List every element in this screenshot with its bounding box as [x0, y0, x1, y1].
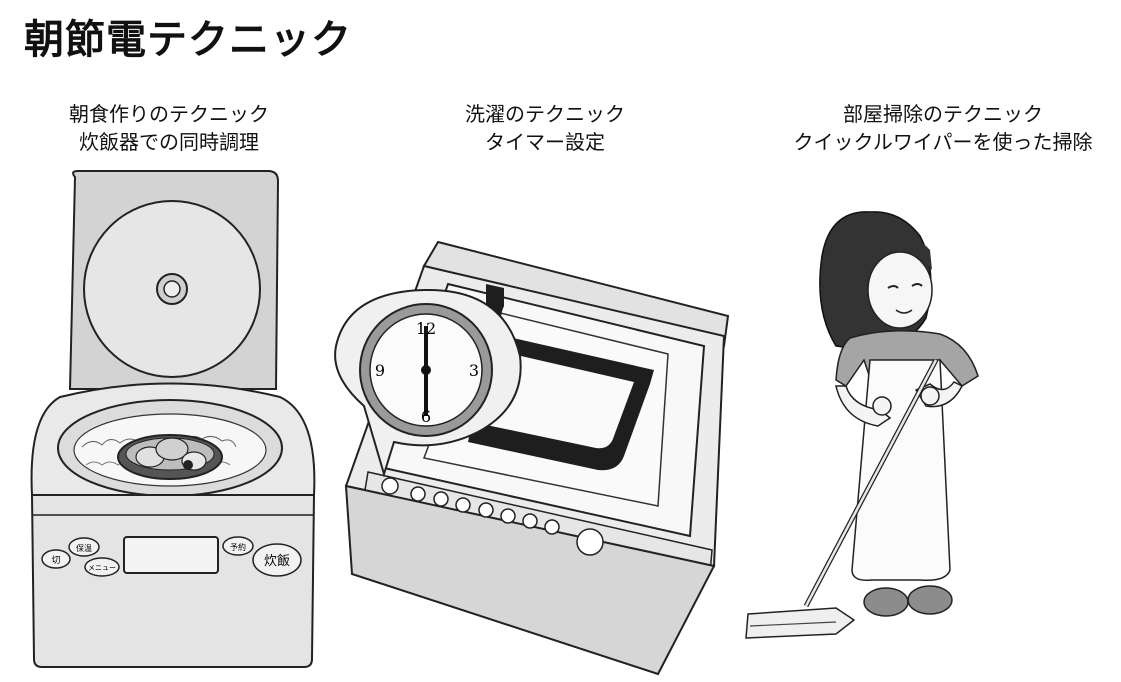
clock-icon: 12 3 6 9: [334, 288, 522, 478]
cook-button-label: 炊飯: [264, 554, 290, 569]
off-button-label: 切: [51, 555, 60, 566]
washing-machine-icon: 12 3 6 9: [334, 240, 730, 676]
clock-number-3: 3: [469, 361, 479, 380]
keep-warm-button-label: 保温: [76, 543, 92, 553]
section-subheading: 炊飯器での同時調理: [79, 130, 259, 154]
reserve-button-label: 予約: [230, 542, 246, 552]
section-heading: 朝食作りのテクニック: [69, 102, 269, 126]
clock-number-6: 6: [421, 407, 431, 426]
clock-number-9: 9: [375, 361, 385, 380]
section-heading: 部屋掃除のテクニック: [843, 102, 1043, 126]
menu-button-label: メニュー: [88, 564, 116, 572]
section-subheading: クイックルワイパーを使った掃除: [793, 130, 1093, 154]
page-title: 朝節電テクニック: [24, 17, 352, 63]
section-caption-cleaning: 部屋掃除のテクニック クイックルワイパーを使った掃除: [770, 100, 1116, 156]
rice-cooker-icon: 切 保温 メニュー 予約 炊飯: [30, 170, 316, 668]
section-subheading: タイマー設定: [485, 130, 605, 154]
section-caption-laundry: 洗濯のテクニック タイマー設定: [380, 100, 710, 156]
section-caption-breakfast: 朝食作りのテクニック 炊飯器での同時調理: [24, 100, 314, 156]
section-heading: 洗濯のテクニック: [465, 102, 625, 126]
woman-with-floor-wiper-icon: [745, 211, 979, 639]
clock-number-12: 12: [416, 319, 436, 338]
